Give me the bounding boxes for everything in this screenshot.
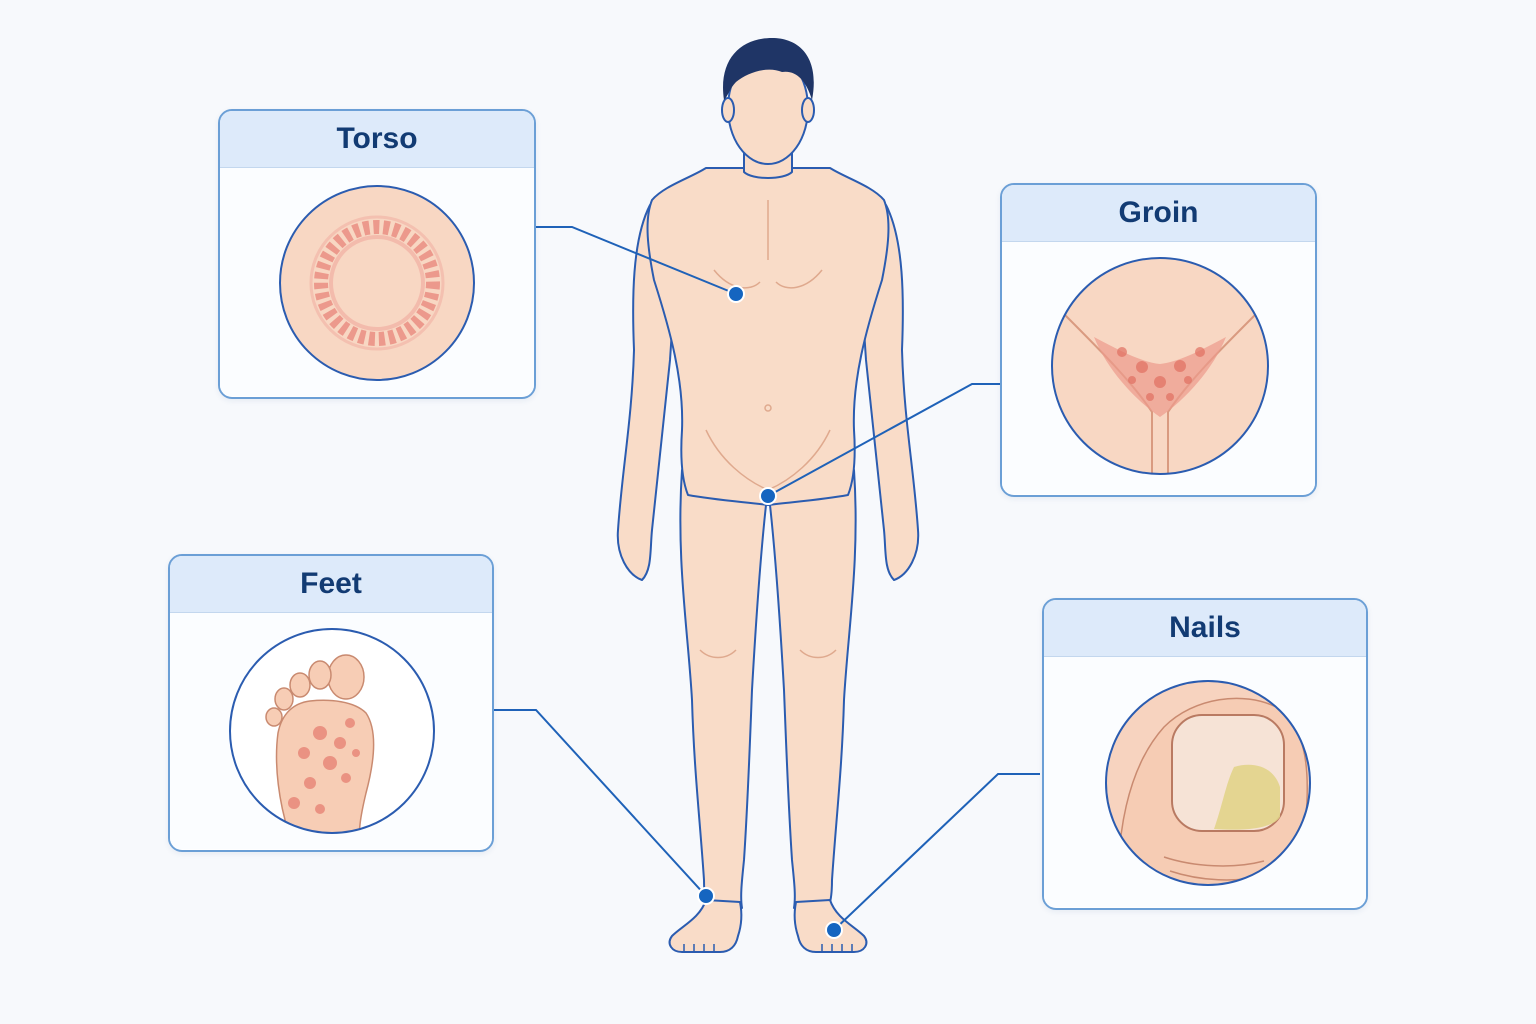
nails-marker[interactable] <box>825 921 843 939</box>
body-details <box>699 200 837 659</box>
feet-card-title: Feet <box>170 556 492 613</box>
hair <box>723 38 814 100</box>
nails-connector-line <box>833 773 1040 931</box>
feet-card: Feet <box>168 554 494 852</box>
nails-card-body <box>1044 657 1366 907</box>
ring-rash-icon <box>279 185 475 381</box>
torso-card-title: Torso <box>220 111 534 168</box>
groin-connector-line <box>767 383 1000 497</box>
markers <box>697 285 843 939</box>
groin-card: Groin <box>1000 183 1317 497</box>
foot-sole-rash-icon <box>229 628 435 834</box>
right-ear <box>801 97 815 123</box>
torso-card-body <box>220 168 534 396</box>
left-ear <box>721 97 735 123</box>
torso-card: Torso <box>218 109 536 399</box>
human-figure <box>616 51 920 953</box>
left-foot <box>668 899 743 953</box>
toenail-infection-icon <box>1105 680 1311 886</box>
nails-card: Nails <box>1042 598 1368 910</box>
groin-rash-icon <box>1051 257 1269 475</box>
feet-card-body <box>170 613 492 849</box>
right-leg <box>769 469 857 909</box>
groin-marker[interactable] <box>759 487 777 505</box>
feet-connector-line <box>492 709 707 897</box>
torso-marker[interactable] <box>727 285 745 303</box>
nails-card-title: Nails <box>1044 600 1366 657</box>
feet-marker[interactable] <box>697 887 715 905</box>
toes <box>683 944 853 952</box>
groin-card-title: Groin <box>1002 185 1315 242</box>
connectors <box>492 226 1040 931</box>
left-leg <box>679 469 767 909</box>
groin-card-body <box>1002 242 1315 494</box>
torso-connector-line <box>535 226 737 295</box>
